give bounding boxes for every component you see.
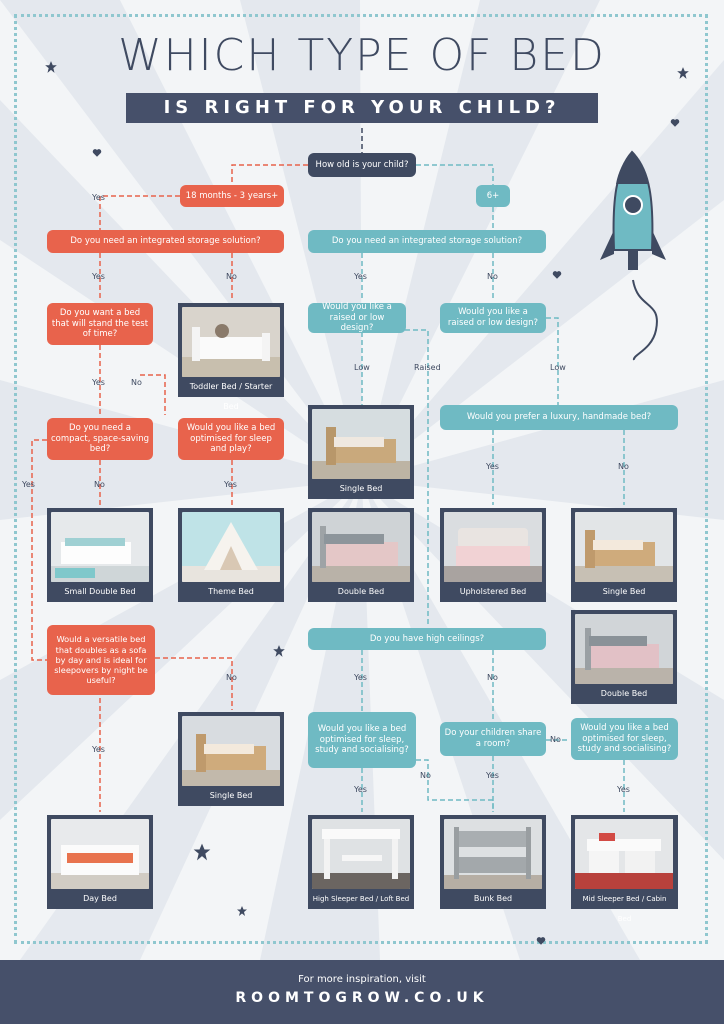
label-yes: Yes xyxy=(224,480,237,489)
question-raised-low-b: Would you like a raised or low design? xyxy=(440,303,546,333)
label-yes: Yes xyxy=(354,673,367,682)
label-no: No xyxy=(226,673,237,682)
bed-label: High Sleeper Bed / Loft Bed xyxy=(312,895,410,903)
label-low: Low xyxy=(354,363,370,372)
dotted-border xyxy=(14,14,708,944)
label-yes: Yes xyxy=(486,462,499,471)
single-bed-image xyxy=(575,512,673,582)
bed-label: Single Bed xyxy=(209,791,253,800)
rocket-icon xyxy=(600,150,666,361)
question-sofa: Would a versatile bed that doubles as a … xyxy=(47,625,155,695)
bed-label: Bunk Bed xyxy=(473,894,513,903)
heart-icon xyxy=(536,937,546,945)
question-age: How old is your child? xyxy=(308,153,416,177)
label-yes: Yes xyxy=(486,771,499,780)
bed-label: Toddler Bed / Starter Bed xyxy=(189,382,273,411)
question-luxury: Would you prefer a luxury, handmade bed? xyxy=(440,405,678,430)
high-sleeper-bed-image xyxy=(312,819,410,889)
star-icon xyxy=(237,906,247,916)
label-yes: Yes xyxy=(354,785,367,794)
label-no: No xyxy=(487,272,498,281)
label-yes: Yes xyxy=(92,745,105,754)
single-bed-image xyxy=(182,716,280,786)
bed-label: Mid Sleeper Bed / Cabin Bed xyxy=(582,895,667,923)
heart-icon xyxy=(670,119,680,127)
label-low: Low xyxy=(550,363,566,372)
bed-card-double-a: Double Bed xyxy=(308,508,414,602)
question-raised-low-a: Would you like a raised or low design? xyxy=(308,302,406,333)
bed-card-theme: Theme Bed xyxy=(178,508,284,602)
bed-card-single-b: Single Bed xyxy=(571,508,677,602)
label-no: No xyxy=(550,735,561,744)
star-icon xyxy=(273,645,285,657)
star-icon xyxy=(677,67,689,79)
bed-label: Single Bed xyxy=(602,587,646,596)
double-bed-image xyxy=(312,512,410,582)
bed-label: Theme Bed xyxy=(208,587,254,596)
subtitle-ribbon: IS RIGHT FOR YOUR CHILD? xyxy=(126,93,598,123)
bed-card-bunk: Bunk Bed xyxy=(440,815,546,909)
double-bed-image xyxy=(575,614,673,684)
question-compact: Do you need a compact, space-saving bed? xyxy=(47,418,153,460)
question-test-of-time: Do you want a bed that will stand the te… xyxy=(47,303,153,345)
bunk-bed-image xyxy=(444,819,542,889)
bed-label: Upholstered Bed xyxy=(459,587,527,596)
label-yes: Yes xyxy=(617,785,630,794)
answer-older-age: 6+ xyxy=(476,185,510,207)
question-storage-toddler: Do you need an integrated storage soluti… xyxy=(47,230,284,253)
bed-card-single-a: Single Bed xyxy=(308,405,414,499)
bed-label: Double Bed xyxy=(600,689,648,698)
bed-card-mid-sleeper: Mid Sleeper Bed / Cabin Bed xyxy=(571,815,678,923)
star-icon xyxy=(45,61,57,73)
bed-card-single-c: Single Bed xyxy=(178,712,284,806)
footer-tagline: For more inspiration, visit xyxy=(298,974,426,985)
question-high-ceilings: Do you have high ceilings? xyxy=(308,628,546,650)
mid-sleeper-bed-image xyxy=(575,819,674,889)
footer-website-link[interactable]: ROOMTOGROW.CO.UK xyxy=(235,990,489,1006)
theme-bed-image xyxy=(182,512,280,582)
label-yes: Yes xyxy=(92,193,105,202)
day-bed-image xyxy=(51,819,149,889)
label-no: No xyxy=(226,272,237,281)
question-share-room: Do your children share a room? xyxy=(440,722,546,756)
star-icon xyxy=(193,843,211,861)
bed-label: Day Bed xyxy=(83,894,117,903)
question-sleep-study: Would you like a bed optimised for sleep… xyxy=(308,712,416,768)
page-title: WHICH TYPE OF BED xyxy=(118,30,606,81)
bed-card-small-double: Small Double Bed xyxy=(47,508,153,602)
label-yes: Yes xyxy=(354,272,367,281)
label-no: No xyxy=(420,771,431,780)
upholstered-bed-image xyxy=(444,512,542,582)
footer-bar xyxy=(0,960,724,1024)
bed-label: Double Bed xyxy=(337,587,385,596)
label-no: No xyxy=(94,480,105,489)
label-yes: Yes xyxy=(22,480,35,489)
bed-card-toddler: Toddler Bed / Starter Bed xyxy=(178,303,284,411)
question-sleep-play: Would you like a bed optimised for sleep… xyxy=(178,418,284,460)
question-sleep-study-b: Would you like a bed optimised for sleep… xyxy=(571,718,678,760)
label-raised: Raised xyxy=(414,363,441,372)
label-no: No xyxy=(618,462,629,471)
bed-card-day: Day Bed xyxy=(47,815,153,909)
bed-label: Single Bed xyxy=(339,484,383,493)
label-yes: Yes xyxy=(92,272,105,281)
label-no: No xyxy=(131,378,142,387)
bed-card-upholstered: Upholstered Bed xyxy=(440,508,546,602)
flow-connectors xyxy=(31,128,625,812)
question-storage-older: Do you need an integrated storage soluti… xyxy=(308,230,546,253)
single-bed-image xyxy=(312,409,410,479)
label-no: No xyxy=(487,673,498,682)
label-yes: Yes xyxy=(92,378,105,387)
bed-card-high-sleeper: High Sleeper Bed / Loft Bed xyxy=(308,815,414,909)
bed-card-double-b: Double Bed xyxy=(571,610,677,704)
toddler-bed-image xyxy=(182,307,280,377)
small-double-bed-image xyxy=(51,512,149,582)
bed-label: Small Double Bed xyxy=(64,587,136,596)
heart-icon xyxy=(92,149,102,157)
heart-icon xyxy=(552,271,562,279)
answer-toddler-age: 18 months - 3 years+ xyxy=(180,185,284,207)
